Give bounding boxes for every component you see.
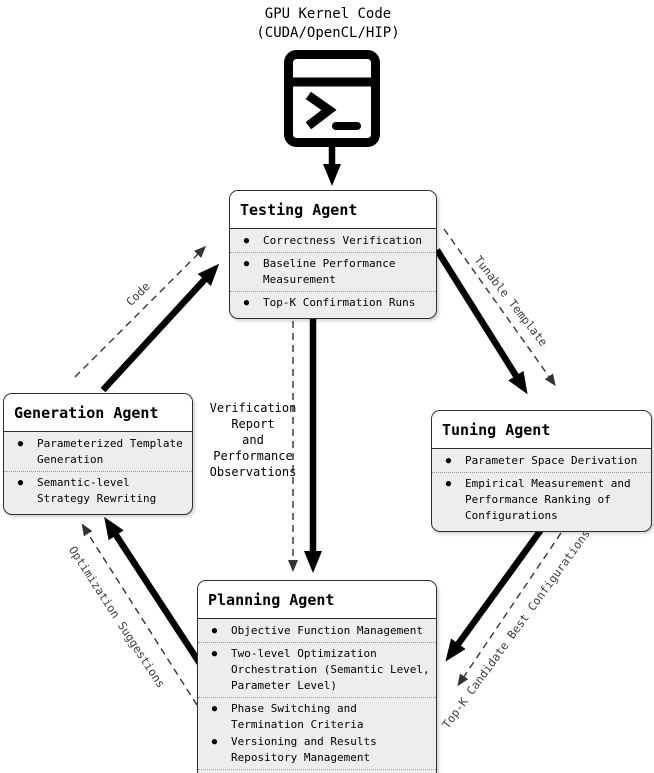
bullet-icon: ● (211, 649, 218, 659)
list-row: ● Baseline Performance Measurement (230, 252, 436, 291)
arrow-planning-to-generation-solid (104, 516, 215, 684)
list-item-label: Semantic-level Strategy Rewriting (37, 476, 157, 505)
bullet-icon: ● (243, 236, 250, 246)
list-item: ● Correctness Verification (230, 233, 430, 249)
arrow-tuning-to-planning-solid (445, 525, 546, 662)
list-item: ● Two-level Optimization Orchestration (… (198, 646, 430, 694)
diagram-title-line2: (CUDA/OpenCL/HIP) (256, 25, 400, 41)
list-row: ● Phase Switching and Termination Criter… (198, 697, 436, 769)
planning-agent-box: Planning Agent ● Objective Function Mana… (197, 580, 437, 773)
bullet-icon: ● (17, 478, 24, 488)
flow-label-verification-report: Verification Report and Performance Obse… (209, 401, 297, 479)
bullet-icon: ● (445, 456, 452, 466)
list-row: ● Parameterized Template Generation (4, 433, 192, 471)
bullet-icon: ● (211, 626, 218, 636)
arrow-tuning-to-planning-dashed (457, 532, 562, 687)
list-item-label: Baseline Performance Measurement (263, 257, 396, 286)
list-bottom-divider (198, 769, 436, 773)
testing-agent-box: Testing Agent ● Correctness Verification… (229, 190, 437, 319)
list-item: ● Versioning and Results Repository Mana… (198, 734, 430, 766)
list-row: ● Correctness Verification (230, 230, 436, 252)
arrow-generation-to-testing-solid (100, 263, 220, 393)
tuning-agent-body: ● Parameter Space Derivation ● Empirical… (432, 449, 651, 531)
list-item-label: Objective Function Management (231, 624, 424, 637)
terminal-icon (284, 50, 380, 147)
arrow-planning-to-generation-dashed (81, 523, 198, 706)
arrow-testing-to-tuning-solid (434, 248, 528, 395)
list-item-label: Two-level Optimization Orchestration (Se… (231, 647, 430, 692)
testing-agent-body: ● Correctness Verification ● Baseline Pe… (230, 229, 436, 318)
diagram-title: GPU Kernel Code (CUDA/OpenCL/HIP) (188, 5, 468, 43)
generation-agent-body: ● Parameterized Template Generation ● Se… (4, 432, 192, 514)
list-item-label: Empirical Measurement and Performance Ra… (465, 477, 631, 522)
list-row: ● Parameter Space Derivation (432, 450, 651, 472)
list-item: ● Semantic-level Strategy Rewriting (4, 475, 186, 507)
arrow-testing-to-tuning-dashed (443, 228, 556, 387)
list-row: ● Two-level Optimization Orchestration (… (198, 642, 436, 697)
tuning-agent-title: Tuning Agent (432, 411, 651, 449)
bullet-icon: ● (17, 439, 24, 449)
planning-agent-body: ● Objective Function Management ● Two-le… (198, 619, 436, 773)
bullet-icon: ● (211, 737, 218, 747)
list-row: ● Semantic-level Strategy Rewriting (4, 471, 192, 510)
list-item: ● Top-K Confirmation Runs (230, 295, 430, 311)
arrow-generation-to-testing-dashed (74, 245, 207, 378)
list-row: ● Empirical Measurement and Performance … (432, 472, 651, 527)
generation-agent-title: Generation Agent (4, 394, 192, 432)
list-item: ● Parameterized Template Generation (4, 436, 186, 468)
list-item-label: Parameter Space Derivation (465, 454, 638, 467)
generation-agent-box: Generation Agent ● Parameterized Templat… (3, 393, 193, 515)
bullet-icon: ● (243, 259, 250, 269)
list-item: ● Parameter Space Derivation (432, 453, 645, 469)
list-item: ● Empirical Measurement and Performance … (432, 476, 645, 524)
list-row: ● Objective Function Management (198, 620, 436, 642)
bullet-icon: ● (445, 479, 452, 489)
list-item-label: Correctness Verification (263, 234, 422, 247)
list-item-label: Phase Switching and Termination Criteria (231, 702, 364, 731)
list-row: ● Top-K Confirmation Runs (230, 291, 436, 314)
bullet-icon: ● (243, 298, 250, 308)
list-item-label: Parameterized Template Generation (37, 437, 183, 466)
list-item: ● Baseline Performance Measurement (230, 256, 430, 288)
list-item: ● Phase Switching and Termination Criter… (198, 701, 430, 733)
testing-agent-title: Testing Agent (230, 191, 436, 229)
list-item: ● Objective Function Management (198, 623, 430, 639)
tuning-agent-box: Tuning Agent ● Parameter Space Derivatio… (431, 410, 652, 532)
planning-agent-title: Planning Agent (198, 581, 436, 619)
diagram-title-line1: GPU Kernel Code (264, 6, 392, 22)
list-item-label: Versioning and Results Repository Manage… (231, 735, 377, 764)
bullet-icon: ● (211, 704, 218, 714)
list-item-label: Top-K Confirmation Runs (263, 296, 416, 309)
